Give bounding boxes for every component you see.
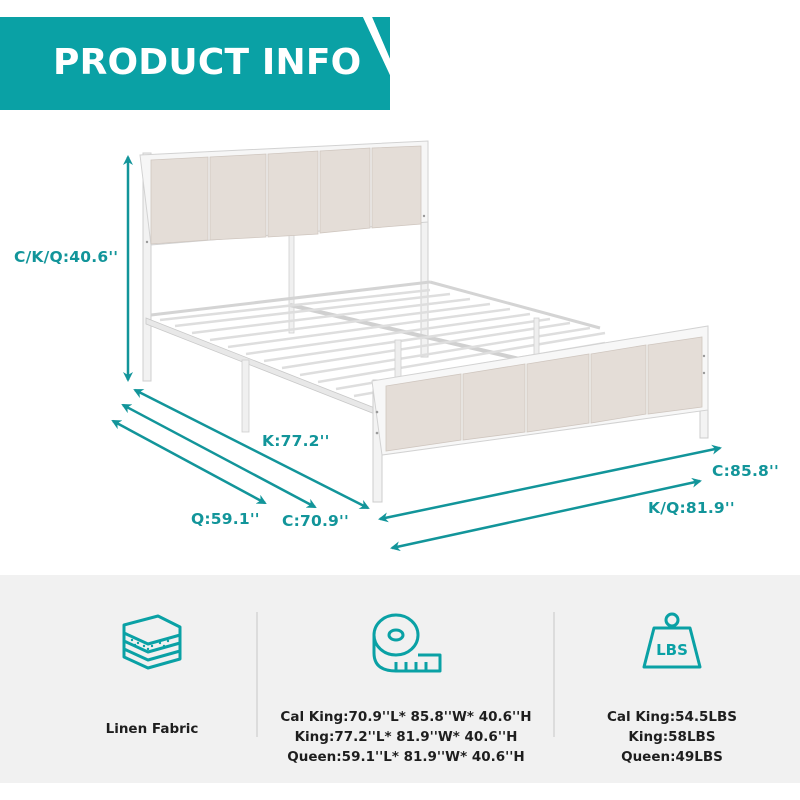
- height-dimension-label: C/K/Q:40.6'': [14, 248, 119, 266]
- length-queen-label: Q:59.1'': [191, 510, 260, 528]
- bed-frame-illustration: [111, 140, 722, 552]
- feature-text-line: Cal King:54.5LBS: [606, 709, 738, 725]
- feature-text-line: Queen:59.1''L* 81.9''W* 40.6''H: [287, 749, 525, 765]
- banner-background: [0, 17, 390, 110]
- feature-dimensions: Cal King:70.9''L* 85.8''W* 40.6''H King:…: [262, 613, 550, 767]
- feature-text-line: Linen Fabric: [105, 721, 199, 737]
- feature-weight: LBS Cal King:54.5LBS King:58LBS Queen:49…: [572, 611, 772, 767]
- feature-linen-fabric: Linen Fabric: [60, 613, 244, 739]
- banner-title: PRODUCT INFO: [53, 42, 362, 83]
- feature-text-line: Queen:49LBS: [621, 749, 723, 765]
- product-info-banner: PRODUCT INFO: [0, 17, 390, 110]
- weight-lbs-icon: LBS: [642, 612, 702, 669]
- divider: [256, 612, 258, 737]
- feature-text-line: King:58LBS: [628, 729, 716, 745]
- width-calking-label: C:85.8'': [712, 462, 779, 480]
- feature-text-line: Cal King:70.9''L* 85.8''W* 40.6''H: [280, 709, 532, 725]
- lbs-icon-text: LBS: [656, 641, 688, 659]
- bed-dimension-diagram: C/K/Q:40.6'' K:77.2'' Q:59.1'' C:70.9'' …: [14, 140, 779, 552]
- layered-fabric-icon: [122, 614, 182, 670]
- measuring-tape-icon: [372, 613, 442, 673]
- product-features-panel: Linen Fabric Cal King:70.9''L* 85.8''W* …: [0, 575, 800, 783]
- width-king-queen-label: K/Q:81.9'': [648, 499, 735, 517]
- divider: [553, 612, 555, 737]
- length-calking-label: C:70.9'': [282, 512, 349, 530]
- feature-text-line: King:77.2''L* 81.9''W* 40.6''H: [294, 729, 518, 745]
- length-king-label: K:77.2'': [262, 432, 330, 450]
